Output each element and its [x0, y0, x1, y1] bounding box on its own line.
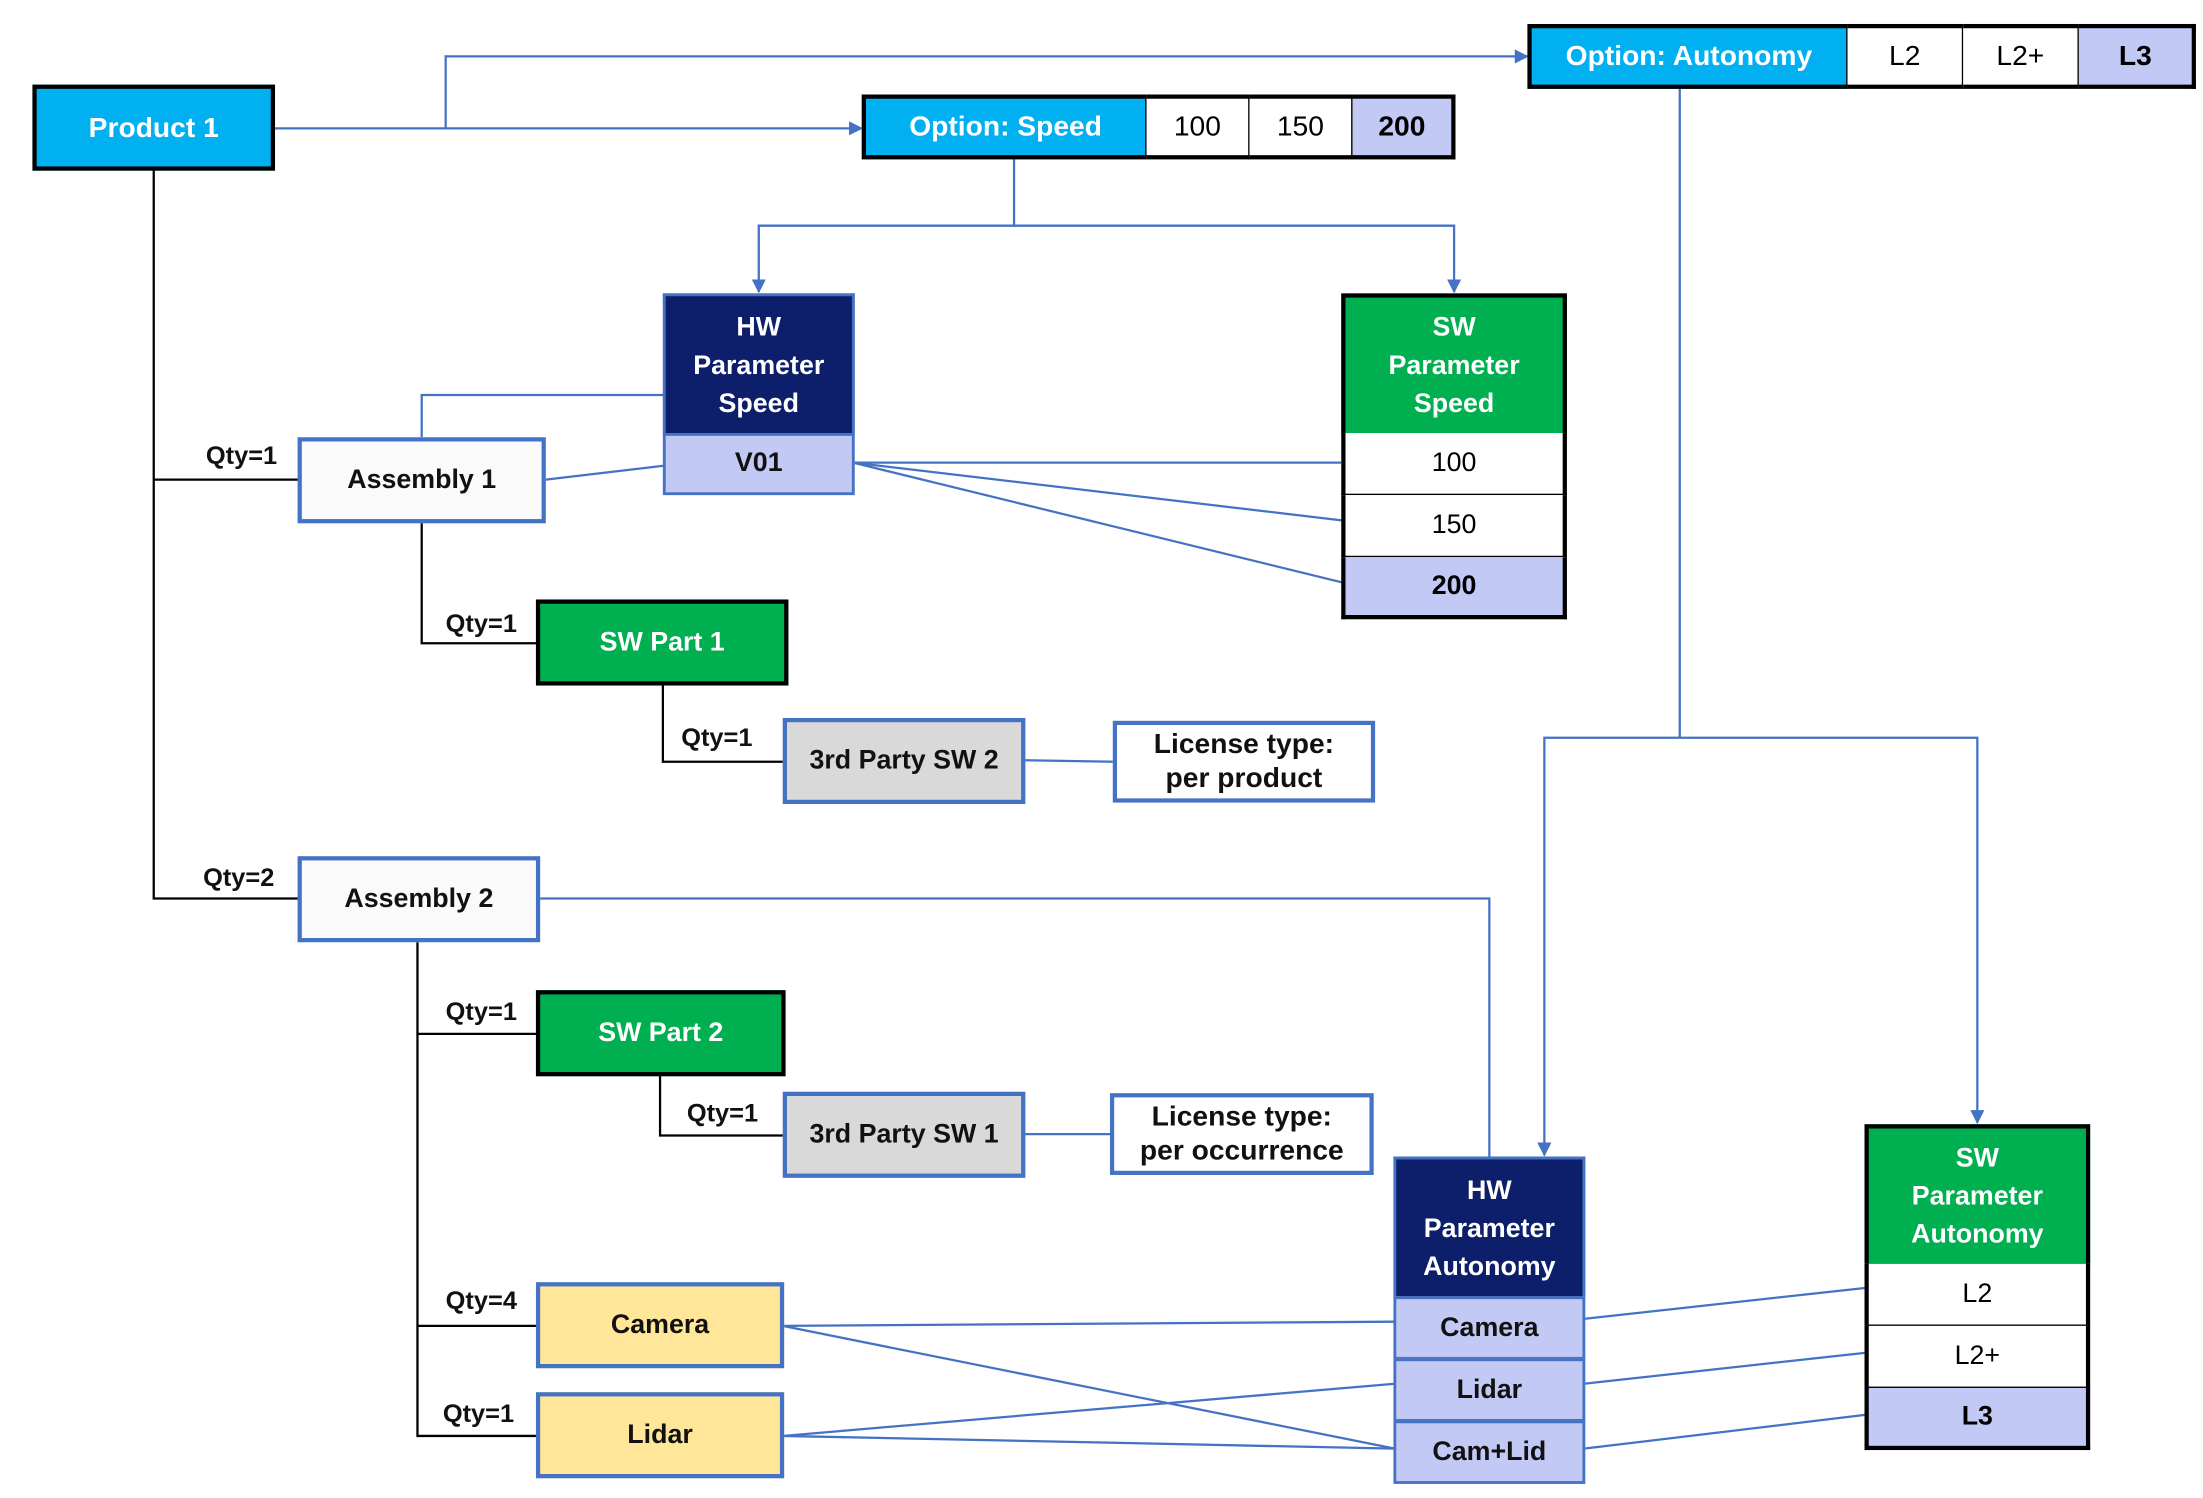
lidar-box[interactable]: Lidar — [535, 1392, 785, 1479]
hw-parameter-speed-header: HW Parameter Speed — [662, 293, 855, 435]
sw-parameter-autonomy-header: SW Parameter Autonomy — [1864, 1124, 2091, 1266]
3rd-party-sw2-box[interactable]: 3rd Party SW 2 — [782, 717, 1026, 805]
assembly2-box[interactable]: Assembly 2 — [297, 856, 541, 943]
link-hw-camera-to-sw-l2 — [1583, 1286, 1867, 1320]
option-speed-value-100[interactable]: 100 — [1146, 94, 1250, 160]
link-option-autonomy-to-hw-param — [1537, 736, 1680, 1157]
tree-line-product-to-assemblies — [152, 169, 299, 900]
parameter-links — [275, 49, 1985, 1450]
qty-sw-part1: Qty=1 — [445, 609, 517, 638]
link-product-to-option-autonomy — [444, 49, 1529, 129]
qty-assembly1: Qty=1 — [205, 441, 278, 470]
link-v01-to-sw-200 — [853, 461, 1343, 584]
qty-sw-part2: Qty=1 — [445, 997, 517, 1026]
tree-line-assembly2-to-lidar — [416, 940, 538, 1438]
option-speed-label[interactable]: Option: Speed — [861, 94, 1147, 160]
link-v01-to-sw-150 — [853, 461, 1343, 522]
link-camera-to-hw-camera — [782, 1320, 1395, 1328]
3rd-party-sw1-box[interactable]: 3rd Party SW 1 — [782, 1091, 1026, 1178]
link-hw-lidar-to-sw-l2plus — [1583, 1351, 1867, 1385]
tree-line-assembly1-to-swpart1 — [420, 521, 538, 645]
sw-parameter-autonomy-l2plus[interactable]: L2+ — [1864, 1325, 2091, 1388]
link-assembly2-to-hw-param-autonomy — [538, 897, 1491, 1159]
hw-parameter-autonomy-lidar[interactable]: Lidar — [1393, 1358, 1586, 1422]
option-autonomy-label[interactable]: Option: Autonomy — [1527, 23, 1848, 89]
option-autonomy-value-l2[interactable]: L2 — [1847, 23, 1964, 89]
link-3rdparty2-to-license — [1025, 759, 1115, 763]
link-hw-camlid-to-sw-l3 — [1583, 1413, 1867, 1450]
option-speed-value-150[interactable]: 150 — [1249, 94, 1353, 160]
sw-parameter-speed-100[interactable]: 100 — [1341, 433, 1567, 496]
link-option-speed-to-hw-param — [751, 159, 1016, 294]
hw-parameter-speed-v01[interactable]: V01 — [662, 433, 855, 496]
bom-tree-lines — [152, 169, 785, 1438]
sw-parameter-speed-header: SW Parameter Speed — [1341, 293, 1567, 435]
link-option-autonomy-to-sw-param — [1679, 736, 1985, 1125]
sw-parameter-speed-150[interactable]: 150 — [1341, 495, 1567, 558]
link-lidar-to-hw-camlid — [782, 1434, 1395, 1450]
assembly1-box[interactable]: Assembly 1 — [297, 437, 546, 524]
link-lidar-to-hw-lidar — [782, 1382, 1395, 1438]
link-option-speed-to-sw-param — [1014, 224, 1462, 294]
license-type-sw1[interactable]: License type: per occurrence — [1109, 1093, 1374, 1175]
link-assembly1-to-v01 — [545, 464, 666, 481]
option-autonomy-value-l2plus[interactable]: L2+ — [1963, 23, 2079, 89]
qty-3rd-party-sw2: Qty=1 — [681, 723, 753, 752]
license-type-sw2[interactable]: License type: per product — [1112, 720, 1376, 803]
sw-parameter-autonomy-l3[interactable]: L3 — [1864, 1387, 2091, 1451]
qty-lidar: Qty=1 — [442, 1399, 515, 1428]
product-box[interactable]: Product 1 — [32, 84, 276, 171]
qty-assembly2: Qty=2 — [203, 863, 275, 892]
link-camera-to-hw-camlid — [782, 1324, 1396, 1450]
hw-parameter-autonomy-camera[interactable]: Camera — [1393, 1296, 1586, 1360]
hw-parameter-autonomy-camlid[interactable]: Cam+Lid — [1393, 1420, 1586, 1484]
qty-camera: Qty=4 — [445, 1286, 517, 1315]
sw-part2-box[interactable]: SW Part 2 — [535, 990, 786, 1077]
option-autonomy-value-l3[interactable]: L3 — [2078, 23, 2196, 89]
camera-box[interactable]: Camera — [535, 1282, 785, 1369]
tree-line-swpart2-to-3rdparty1 — [658, 1074, 785, 1137]
tree-line-swpart1-to-3rdparty2 — [661, 684, 785, 763]
qty-3rd-party-sw1: Qty=1 — [686, 1098, 759, 1128]
link-assembly1-to-hw-param-speed — [420, 393, 666, 438]
sw-parameter-speed-200[interactable]: 200 — [1341, 557, 1567, 620]
option-speed-value-200[interactable]: 200 — [1352, 94, 1456, 160]
sw-parameter-autonomy-l2[interactable]: L2 — [1864, 1263, 2091, 1326]
sw-part1-box[interactable]: SW Part 1 — [535, 599, 789, 686]
hw-parameter-autonomy-header: HW Parameter Autonomy — [1393, 1156, 1586, 1298]
